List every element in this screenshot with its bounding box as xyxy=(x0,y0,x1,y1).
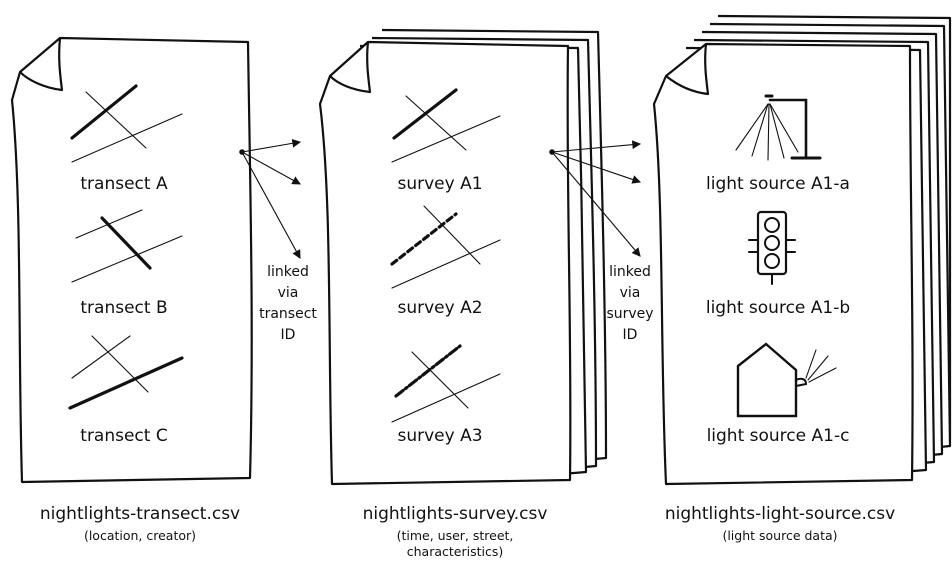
light-source-file-subcaption: (light source data) xyxy=(722,528,838,543)
link-note-line: linked xyxy=(609,264,651,280)
link-note-line: transect xyxy=(259,306,317,322)
light-source-a1-b-label: light source A1-b xyxy=(705,298,851,318)
light-source-a1-a-label: light source A1-a xyxy=(706,174,850,194)
transect-sketches xyxy=(68,84,184,410)
survey-a2-label: survey A2 xyxy=(397,298,483,318)
link-note-line: survey xyxy=(606,306,654,322)
transect-a-sketch xyxy=(70,84,183,163)
link-note-transect-id: linked via transect ID xyxy=(259,262,317,346)
light-source-icons xyxy=(735,94,837,418)
transect-a-label: transect A xyxy=(80,174,168,194)
traffic-light-icon xyxy=(748,210,796,285)
transect-file-caption: nightlights-transect.csv xyxy=(39,504,241,524)
link-arrows-transect-survey xyxy=(239,138,302,259)
survey-a1-sketch xyxy=(391,88,501,163)
street-lamp-icon xyxy=(735,94,822,161)
link-note-survey-id: linked via survey ID xyxy=(606,262,653,346)
link-arrows-survey-lightsource xyxy=(549,140,642,257)
link-note-line: ID xyxy=(280,327,296,343)
transect-b-label: transect B xyxy=(80,298,168,318)
survey-file-caption: nightlights-survey.csv xyxy=(362,504,548,524)
link-note-line: linked xyxy=(267,264,309,280)
survey-a3-label: survey A3 xyxy=(397,426,483,446)
light-source-file-caption: nightlights-light-source.csv xyxy=(664,504,896,524)
survey-sketches xyxy=(390,88,501,423)
transect-file-subcaption: (location, creator) xyxy=(83,528,197,543)
link-note-line: via xyxy=(619,285,641,301)
light-source-a1-c-label: light source A1-c xyxy=(706,426,850,446)
link-note-line: via xyxy=(277,285,299,301)
link-note-line: ID xyxy=(622,327,638,343)
transect-c-sketch xyxy=(68,335,184,410)
survey-document-stack xyxy=(318,28,608,486)
survey-a1-label: survey A1 xyxy=(397,174,483,194)
house-light-icon xyxy=(736,342,837,418)
survey-file-subcaption-line1: (time, user, street, xyxy=(396,528,514,543)
transect-b-sketch xyxy=(71,209,183,283)
transect-c-label: transect C xyxy=(80,426,168,446)
survey-a2-sketch xyxy=(390,205,501,289)
light-source-document-stack xyxy=(652,14,952,486)
survey-file-subcaption-line2: characteristics) xyxy=(406,544,504,559)
transect-document xyxy=(10,36,253,484)
survey-a3-sketch xyxy=(391,344,501,423)
